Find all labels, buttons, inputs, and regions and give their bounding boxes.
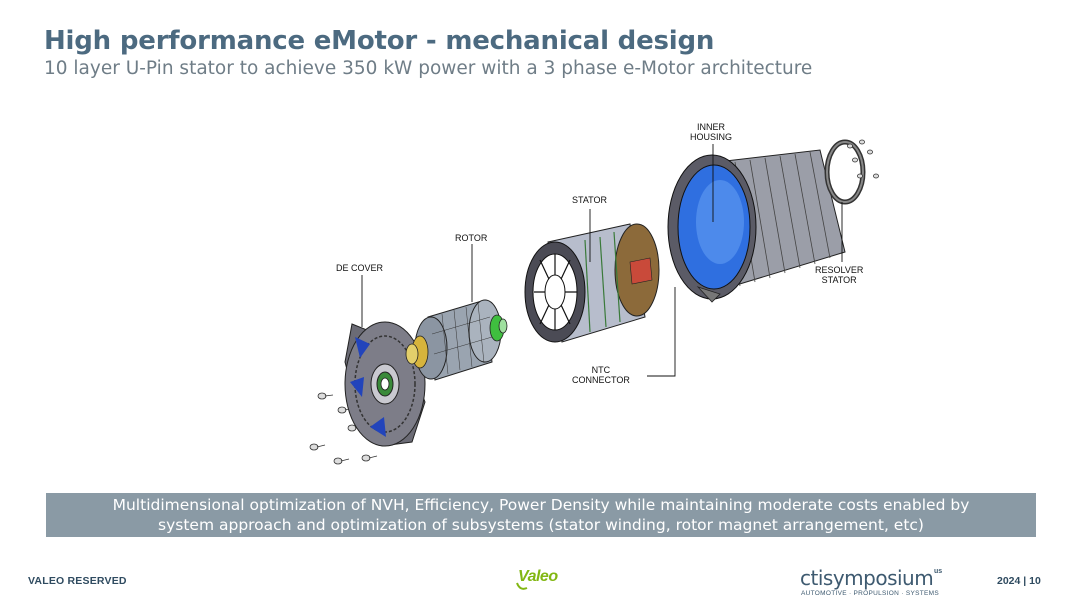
callout-rotor: ROTOR bbox=[455, 233, 488, 243]
cti-word: symposium bbox=[822, 566, 934, 590]
valeo-swoosh-icon bbox=[516, 582, 528, 590]
page-title: High performance eMotor - mechanical des… bbox=[44, 26, 715, 56]
callout-resolver-stator: RESOLVER STATOR bbox=[815, 265, 864, 285]
callout-ntc-connector: NTC CONNECTOR bbox=[572, 365, 630, 385]
page-subtitle: 10 layer U-Pin stator to achieve 350 kW … bbox=[44, 58, 813, 79]
cti-symposium-logo: ctisymposium bbox=[800, 566, 934, 590]
exploded-motor-drawing bbox=[309, 139, 879, 465]
cti-superscript: us bbox=[934, 568, 943, 575]
callout-stator: STATOR bbox=[572, 195, 608, 205]
resolver-stator bbox=[824, 139, 866, 205]
banner-line-2: system approach and optimization of subs… bbox=[158, 516, 924, 534]
cti-tagline: AUTOMOTIVE · PROPULSION · SYSTEMS bbox=[801, 590, 939, 597]
callout-de-cover: DE COVER bbox=[336, 263, 384, 273]
footer-year-page: 2024 | 10 bbox=[997, 575, 1041, 587]
rotor bbox=[405, 299, 508, 381]
footer-confidentiality: VALEO RESERVED bbox=[28, 575, 127, 587]
de-cover bbox=[344, 321, 426, 447]
summary-banner: Multidimensional optimization of NVH, Ef… bbox=[46, 493, 1036, 537]
leader-lines bbox=[361, 144, 843, 377]
callout-inner-housing: INNER HOUSING bbox=[690, 122, 733, 142]
cti-prefix: cti bbox=[800, 566, 823, 590]
valeo-logo: Valeo bbox=[518, 568, 558, 585]
stator bbox=[524, 223, 660, 343]
inner-housing bbox=[667, 149, 846, 303]
screws-right bbox=[847, 139, 879, 179]
exploded-motor-figure: DE COVER ROTOR STATOR INNER HOUSING RESO… bbox=[300, 112, 890, 482]
banner-line-1: Multidimensional optimization of NVH, Ef… bbox=[112, 496, 970, 514]
